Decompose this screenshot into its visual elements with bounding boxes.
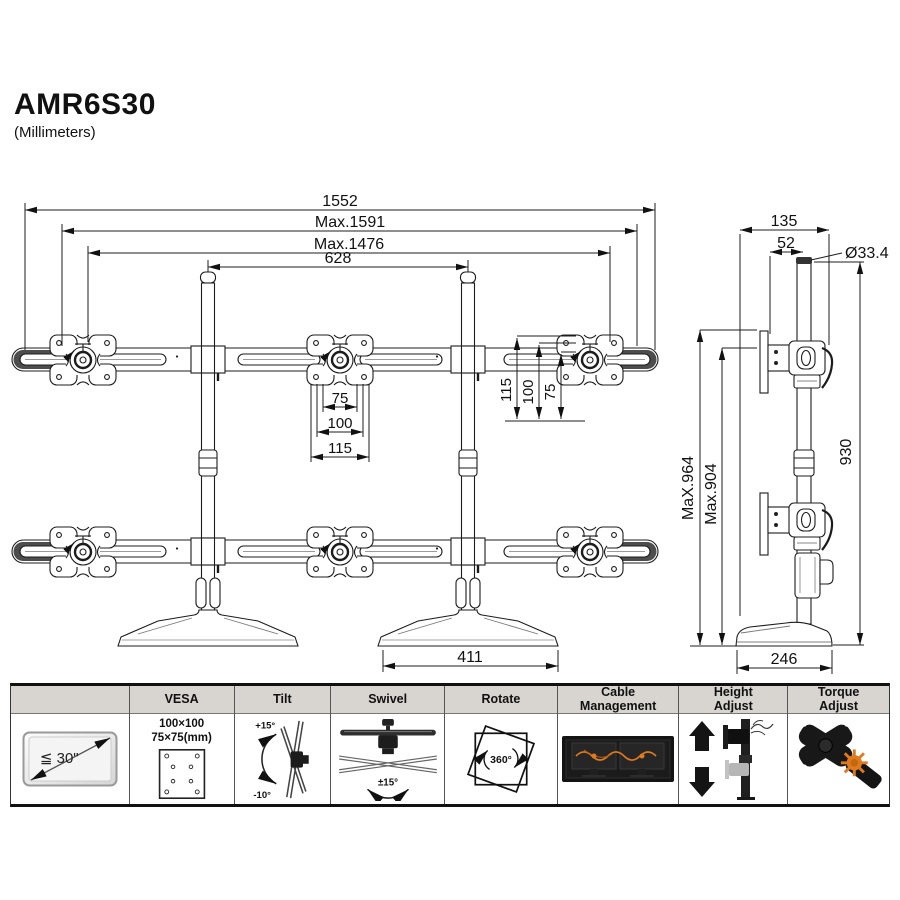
dim-max-width-2-label: Max.1476 — [314, 236, 384, 253]
feature-cell-height — [679, 714, 788, 804]
feature-col-tilt: Tilt +15° -10° — [234, 686, 332, 804]
screen-size-icon: ≦ 30" — [22, 731, 118, 787]
dim-vesa-w-100-label: 100 — [327, 415, 352, 432]
dim-depth-label: 135 — [771, 213, 798, 230]
feature-cell-vesa: 100×100 75×75(mm) — [129, 714, 234, 804]
vesa-size-label-2: 75×75(mm) — [151, 732, 212, 744]
dim-base-depth-label: 246 — [771, 651, 798, 668]
dim-pole-spacing-label: 628 — [325, 250, 352, 267]
down-arrow-icon — [689, 767, 716, 797]
rotate-icon: 360° — [466, 724, 535, 794]
front-view-dimensions: 1552 Max.1591 Max.1476 628 75 — [24, 193, 656, 672]
feature-col-swivel: Swivel ±15° — [331, 686, 446, 804]
vesa-size-label-1: 100×100 — [159, 718, 205, 731]
feature-col-vesa: VESA 100×100 75×75(mm) — [129, 686, 235, 804]
dim-base-width-label: 411 — [457, 649, 483, 666]
feature-col-cable: Cable Management — [557, 686, 680, 804]
dim-vesa-v-75-label: 75 — [542, 384, 559, 401]
feature-header-rotate: Rotate — [445, 686, 557, 714]
feature-header-cable: Cable Management — [557, 686, 679, 714]
feature-header-height: Height Adjust — [679, 686, 788, 714]
tilt-down-label: -10° — [254, 790, 272, 801]
feature-cell-tilt: +15° -10° — [234, 714, 331, 804]
dim-total-width-label: 1552 — [322, 193, 358, 210]
rotate-range-label: 360° — [490, 755, 512, 766]
vesa-pattern-icon — [158, 748, 205, 799]
height-adjust-icon — [689, 719, 774, 800]
feature-header-vesa: VESA — [129, 686, 234, 714]
up-arrow-icon — [689, 721, 716, 751]
dim-max-height-1-label: MaX.964 — [680, 456, 697, 520]
feature-header-blank — [11, 686, 129, 714]
side-view: 135 52 Ø33.4 930 MaX.964 Max.904 — [680, 213, 889, 674]
page-title: AMR6S30 — [14, 88, 156, 121]
feature-cell-torque — [788, 714, 889, 804]
features-table: ≦ 30" VESA 100×100 75×75(mm) — [10, 683, 890, 807]
feature-cell-rotate: 360° — [445, 714, 557, 804]
title-block: AMR6S30 (Millimeters) — [14, 88, 156, 141]
feature-col-height: Height Adjust — [679, 686, 789, 804]
swivel-icon: ±15° — [338, 718, 437, 801]
page-subtitle: (Millimeters) — [14, 124, 96, 141]
dim-vesa-v-115-label: 115 — [498, 378, 515, 402]
feature-cell-screen-size: ≦ 30" — [11, 714, 129, 804]
dim-pole-height-label: 930 — [838, 439, 855, 466]
dim-vesa-w-75-label: 75 — [332, 390, 349, 407]
dim-plate-w-115-label: 115 — [328, 440, 352, 457]
technical-drawing: 1552 Max.1591 Max.1476 628 75 — [11, 193, 889, 674]
dim-max-width-1-label: Max.1591 — [315, 214, 385, 231]
feature-cell-swivel: ±15° — [331, 714, 445, 804]
cable-management-photo — [562, 736, 675, 782]
feature-col-screen: ≦ 30" — [11, 686, 130, 804]
tilt-icon: +15° -10° — [254, 720, 310, 801]
feature-header-swivel: Swivel — [331, 686, 445, 714]
swivel-range-label: ±15° — [378, 777, 398, 788]
side-view-dimensions: 135 52 Ø33.4 930 MaX.964 Max.904 — [680, 213, 889, 674]
dim-offset-label: 52 — [777, 235, 795, 252]
feature-header-torque: Torque Adjust — [788, 686, 889, 714]
feature-col-torque: Torque Adjust — [788, 686, 889, 804]
front-view: 1552 Max.1591 Max.1476 628 75 — [11, 193, 659, 672]
feature-cell-cable — [557, 714, 679, 804]
tilt-up-label: +15° — [256, 720, 276, 731]
dim-vesa-v-100-label: 100 — [520, 379, 537, 404]
torque-adjust-photo — [798, 722, 882, 789]
dim-max-height-2-label: Max.904 — [703, 463, 720, 524]
screen-size-label: ≦ 30" — [39, 750, 79, 767]
feature-col-rotate: Rotate 360° — [445, 686, 558, 804]
feature-header-tilt: Tilt — [234, 686, 331, 714]
dim-pole-diameter-label: Ø33.4 — [845, 245, 889, 262]
